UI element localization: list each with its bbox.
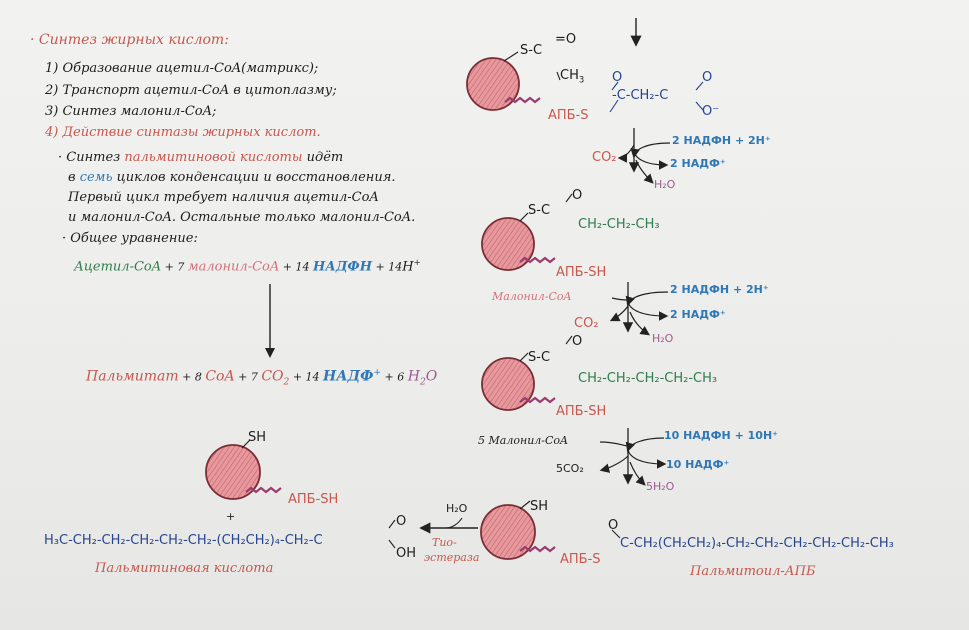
c2-nadph: 2 НАДФН + 2H⁺ [670,283,769,296]
step-2: 2) Транспорт ацетил-CoA в цитоплазму; [45,83,337,98]
thioesterase-arrow-icon [419,517,478,534]
cycle-3-arrows-icon [599,428,667,486]
enzyme-1-icon [466,51,541,111]
c3-o: O [572,334,583,349]
cycle-1-arrows-icon [617,128,671,184]
c1-o-minus: O⁻ [702,104,720,119]
equation-left: Ацетил-CoA + 7 малонил-CoA + 14 НАДФН + … [74,257,421,274]
eq-palmitate: Пальмитат [86,368,179,385]
eq-malonyl: малонил-CoA [187,259,280,275]
enzyme-3-icon [481,352,556,411]
c2-apb: АПБ-SH [556,265,607,280]
eq-p7: + 7 [234,370,262,384]
free-sh: SH [248,430,267,445]
cycle-2-arrows-icon [609,282,669,336]
enzyme-palmitoyl-icon [480,500,556,560]
c3-nadp: 10 НАДФ⁺ [666,458,730,471]
enzyme-free-icon [205,439,282,500]
eq-nadph: НАДФН [312,259,373,275]
c1-sc: S-C [520,43,543,58]
c2-h2o: H₂O [652,332,674,345]
eq-coa: CoA [205,368,235,385]
c2-chain: CH₂-CH₂-CH₃ [578,217,660,232]
palmitic-acid-formula: H₃C-CH₂-CH₂-CH₂-CH₂-CH₂-(CH₂CH₂)₄-CH₂-C [44,533,323,548]
c1-eqo: =O [555,32,577,47]
p2c: циклов конденсации и восстановления. [112,170,396,185]
palmitic-acid-name: Пальмитиновая кислота [95,561,274,576]
palmitoyl-chain: C-CH₂(CH₂CH₂)₄-CH₂-CH₂-CH₂-CH₂-CH₂-CH₃ [620,536,894,551]
c1-apb: АПБ-S [548,108,589,123]
p2b: семь [79,170,113,185]
palmitic-oh: OH [396,546,417,561]
eq-plus7: + 7 [161,260,188,274]
paragraph-line-4: и малонил-CoA. Остальные только малонил-… [68,210,416,225]
c3-h2o: 5H₂O [646,480,675,493]
p1a: · Синтез [58,150,125,165]
eq-p8: + 8 [178,370,206,384]
c3-malonyl: 5 Малонил-CoA [478,434,568,447]
eq-nadp: НАДФ [323,368,374,385]
palmitic-o: O [396,514,407,529]
eq-h2oO: O [425,368,438,385]
c1-h2o: H₂O [654,178,676,191]
c3-nadph: 10 НАДФН + 10H⁺ [664,429,778,442]
p2a: в [68,170,80,185]
c2-sc: S-C [528,203,551,218]
eq-acetyl: Ацетил-CoA [74,259,162,275]
eq-plus14: + 14 [279,260,313,274]
c1-nadph: 2 НАДФН + 2H⁺ [672,134,771,147]
c3-sc: S-C [528,350,551,365]
paragraph-line-3: Первый цикл требует наличия ацетил-CoA [68,190,379,205]
eq-nadpsup: + [373,368,382,378]
c1-co2: CO₂ [592,150,617,165]
paragraph-line-5: · Общее уравнение: [62,231,198,246]
eq-co2sub: 2 [283,377,290,388]
palmitoyl-sh: SH [530,499,549,514]
thio-label-2: эстераза [424,551,480,564]
c2-malonyl: Малонил-CoA [492,290,572,303]
c2-co2: CO₂ [574,316,599,331]
eq-p6: + 6 [381,370,408,384]
c3-co2: 5CO₂ [556,462,584,475]
c3-chain: CH₂-CH₂-CH₂-CH₂-CH₃ [578,371,718,386]
step-4: 4) Действие синтазы жирных кислот. [45,125,321,140]
c1-nadp: 2 НАДФ⁺ [670,157,726,170]
thio-label-1: Тио- [432,536,457,549]
down-arrow-icon [265,284,275,358]
equation-right: Пальмитат + 8 CoA + 7 CO2 + 14 НАДФ+ + 6… [86,368,437,387]
eq-plus14b: + 14 [372,260,403,274]
c1-o-right: O [702,70,713,85]
plus-sign: + [226,510,236,523]
enzyme-2-icon [481,212,556,271]
c1-malonyl-chain: -C-CH₂-C [612,88,669,103]
p1b: пальмитиновой кислоты [124,150,303,165]
thio-h2o: H₂O [446,502,468,515]
step-4-text: 4) Действие синтазы жирных кислот. [45,125,321,140]
eq-co2: CO [261,368,284,385]
eq-h2osub: 2 [419,377,426,388]
eq-h: H [402,259,414,275]
paragraph-line-2: в семь циклов конденсации и восстановлен… [68,170,395,185]
p1c: идёт [302,150,344,165]
c2-nadp: 2 НАДФ⁺ [670,308,726,321]
eq-p14: + 14 [289,370,324,384]
step-3: 3) Синтез малонил-CoA; [45,104,217,119]
page-title: · Синтез жирных кислот: [30,32,229,48]
paragraph-line-1: · Синтез пальмитиновой кислоты идёт [58,150,343,165]
palmitoyl-o: O [608,518,619,533]
c3-apb: АПБ-SH [556,404,607,419]
step-1: 1) Образование ацетил-CoA(матрикс); [45,61,319,76]
palmitoyl-apb-s: АПБ-S [560,552,601,567]
free-apb-sh: АПБ-SH [288,492,339,507]
eq-hsup: + [413,257,421,267]
eq-h2o: H [407,368,420,385]
c1-ch3: CH3 [560,68,585,85]
palmitoyl-name: Пальмитоил-АПБ [690,564,816,579]
c2-o: O [572,188,583,203]
c1-o-top: O [612,70,623,85]
